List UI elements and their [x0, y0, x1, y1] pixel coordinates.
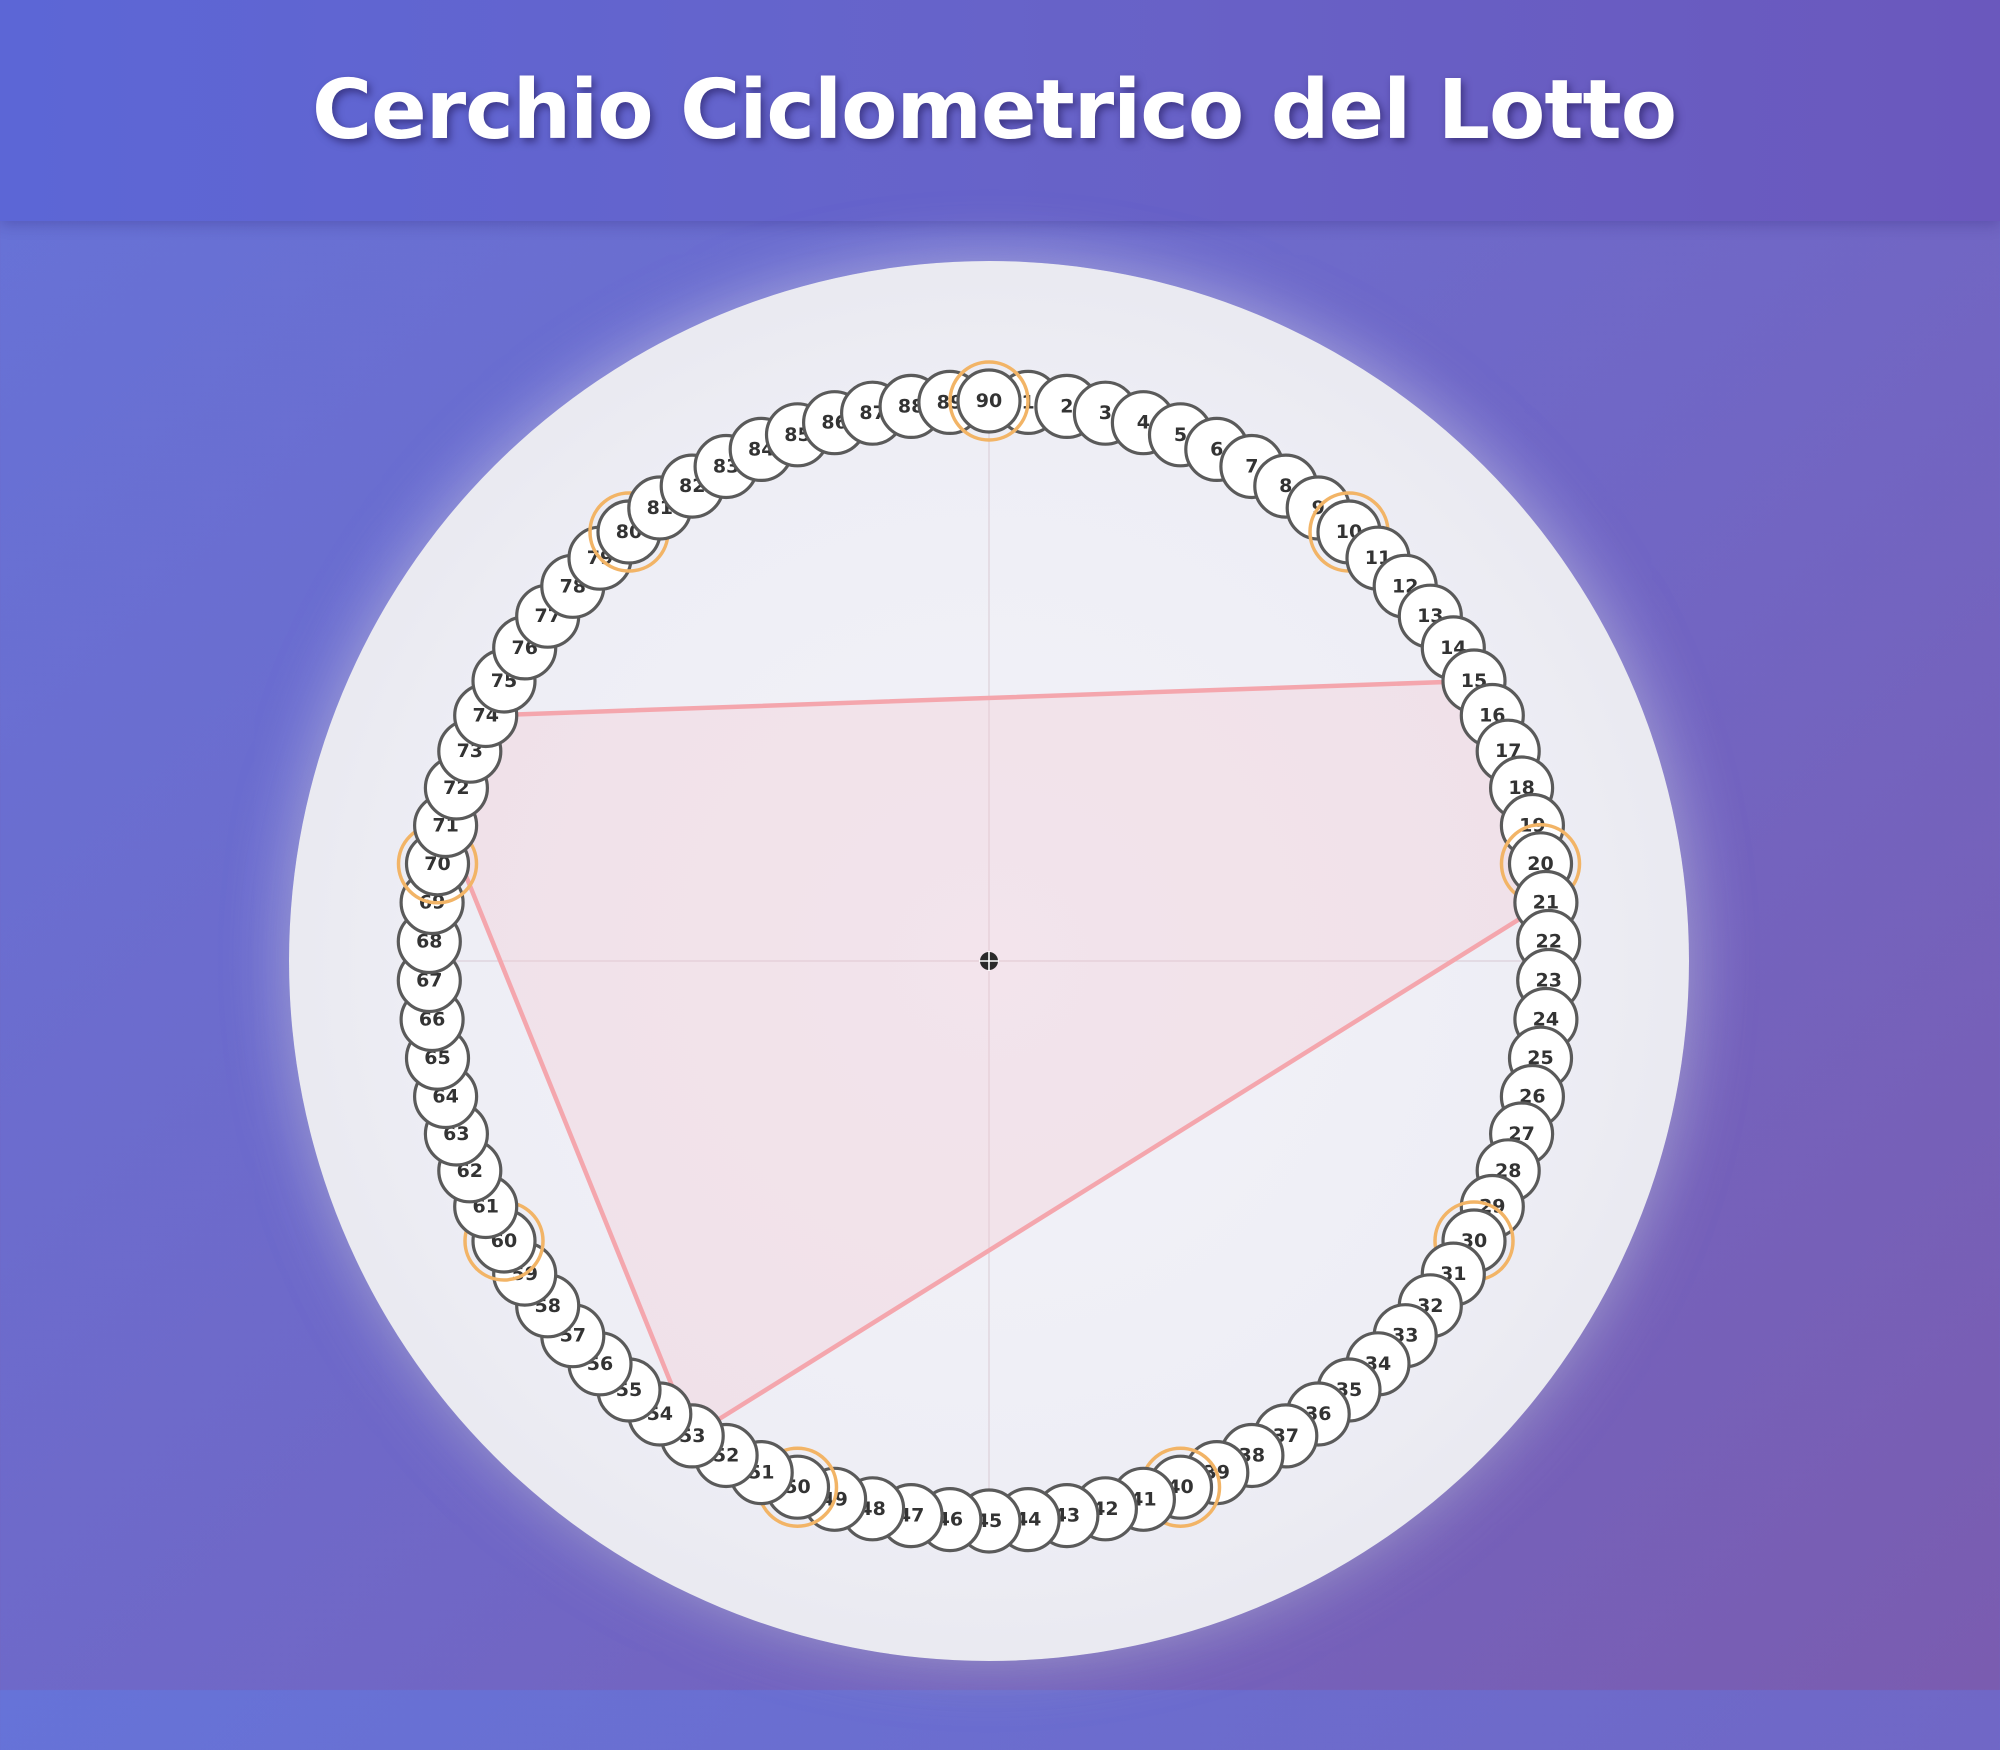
ball-label: 23: [1535, 970, 1561, 992]
ball-label: 66: [419, 1009, 445, 1031]
ball-label: 6: [1210, 438, 1223, 460]
ball-label: 24: [1533, 1009, 1559, 1031]
ball-label: 70: [424, 853, 450, 875]
ball-label: 67: [416, 970, 442, 992]
ball-label: 68: [416, 931, 442, 953]
ball-label: 3: [1099, 402, 1112, 424]
ball-label: 2: [1060, 395, 1073, 417]
ball-label: 45: [976, 1510, 1002, 1532]
ball-circle: [956, 368, 1022, 434]
number-ball-90: 90: [948, 360, 1030, 442]
ball-label: 20: [1527, 853, 1553, 875]
highlight-ring-90: [948, 360, 1030, 442]
ball-label: 4: [1137, 412, 1150, 434]
ball-label: 44: [1015, 1509, 1041, 1531]
ball-label: 65: [424, 1047, 450, 1069]
header-bar: Cerchio Ciclometrico del Lotto: [0, 0, 2000, 221]
ball-label: 64: [432, 1086, 458, 1108]
ball-label: 7: [1245, 456, 1258, 478]
center-marker: [979, 951, 999, 971]
ball-label: 22: [1535, 931, 1561, 953]
ball-label: 21: [1533, 892, 1559, 914]
ball-label: 5: [1174, 424, 1187, 446]
ball-label: 90: [976, 390, 1002, 412]
ball-label: 25: [1527, 1047, 1553, 1069]
page-title: Cerchio Ciclometrico del Lotto: [311, 63, 1677, 158]
ball-label: 8: [1279, 475, 1292, 497]
